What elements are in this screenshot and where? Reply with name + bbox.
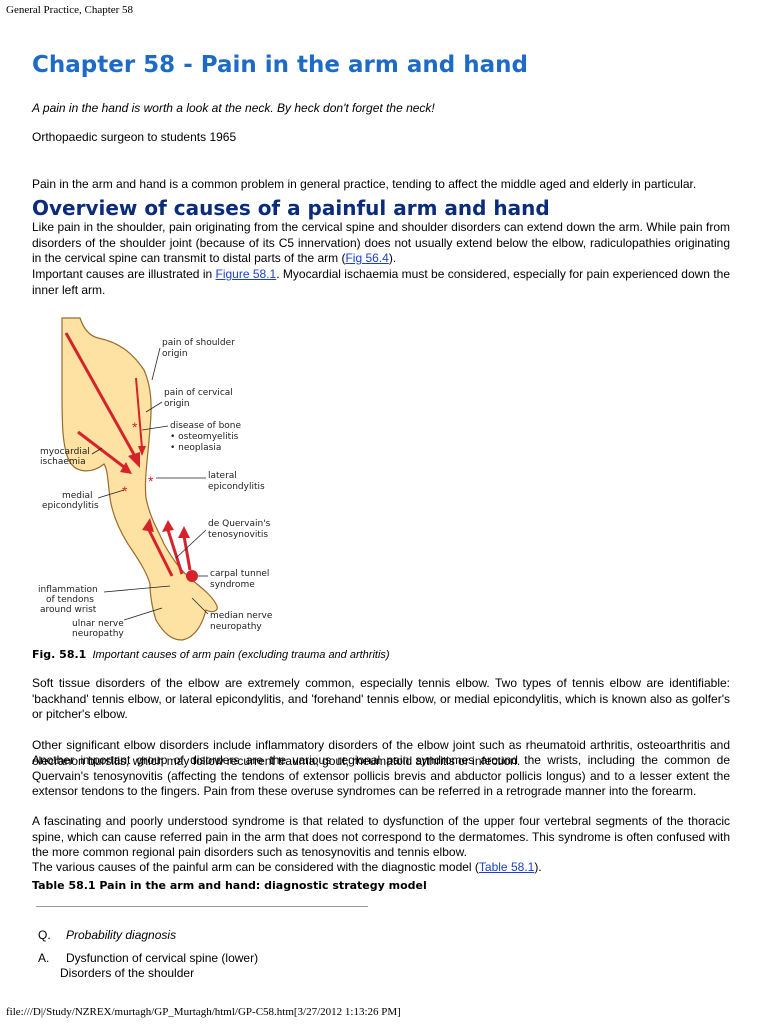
inflammation-leader <box>103 585 171 593</box>
myocardial-leader <box>91 447 103 455</box>
row-letter: Q. <box>38 928 51 942</box>
label-medial-epicondylitis: epicondylitis <box>42 501 99 511</box>
forearm-arrowhead-3 <box>178 526 190 538</box>
arm-pain-figure: * * * pain of shoulder origin pain of ce… <box>38 317 273 641</box>
shoulder-arrow <box>64 332 138 459</box>
medial-arrow <box>77 430 129 472</box>
bone-asterisk: * <box>132 419 138 435</box>
label-ulnar-neuropathy: neuropathy <box>72 629 124 639</box>
overview-paragraph-2-text: Important causes are illustrated in <box>32 267 216 281</box>
forearm-arrowhead-1 <box>142 518 154 532</box>
label-around-wrist: around wrist <box>40 605 97 615</box>
fig-56-4-link[interactable]: Fig 56.4 <box>345 251 389 265</box>
label-tendons: of tendons <box>46 595 94 605</box>
label-ischaemia: ischaemia <box>40 457 86 467</box>
label-dequervain: de Quervain's <box>208 519 271 529</box>
label-carpal-tunnel: carpal tunnel <box>210 569 269 579</box>
body-paragraph-3: Another important group of disorders are… <box>32 753 730 798</box>
table-divider <box>36 906 368 907</box>
medial-leader <box>97 489 125 499</box>
median-leader <box>191 597 209 615</box>
overview-heading: Overview of causes of a painful arm and … <box>32 196 550 220</box>
print-footer: file:///D|/Study/NZREX/murtagh/GP_Murtag… <box>6 1006 401 1018</box>
bone-leader <box>141 425 169 431</box>
label-myocardial: myocardial <box>40 447 90 457</box>
figure-caption: Fig. 58.1 Important causes of arm pain (… <box>32 648 390 661</box>
label-shoulder-origin-2: origin <box>162 349 188 359</box>
arm-illustration <box>61 317 218 641</box>
label-inflammation: inflammation <box>38 585 98 595</box>
overview-paragraph-1: Like pain in the shoulder, pain originat… <box>32 220 730 267</box>
table-58-1-link[interactable]: Table 58.1 <box>478 860 535 874</box>
forearm-arrow-3 <box>182 535 192 571</box>
label-bone-disease: disease of bone <box>170 421 242 431</box>
row-letter: A. <box>38 951 50 965</box>
cervical-arrowhead <box>138 446 146 456</box>
forearm-arrowhead-2 <box>162 520 174 532</box>
forearm-arrow-1 <box>146 527 174 577</box>
forearm-arrow-2 <box>166 529 184 575</box>
medial-asterisk: * <box>122 483 128 499</box>
row-heading: Probability diagnosis <box>66 928 177 942</box>
label-cervical-origin-2: origin <box>164 399 190 409</box>
cervical-leader <box>145 401 163 413</box>
ulnar-leader <box>123 607 163 621</box>
label-shoulder-origin: pain of shoulder <box>162 338 235 348</box>
figure-58-1-link[interactable]: Figure 58.1 <box>215 267 277 281</box>
dequervain-leader <box>175 529 207 559</box>
body-paragraph-5: The various causes of the painful arm ca… <box>32 860 730 876</box>
body-paragraph-1: Soft tissue disorders of the elbow are e… <box>32 676 730 721</box>
overview-paragraph-2: Important causes are illustrated in Figu… <box>32 267 730 298</box>
label-medial: medial <box>62 491 93 501</box>
lateral-asterisk: * <box>148 473 154 489</box>
table-title: Table 58.1 Pain in the arm and hand: dia… <box>32 879 427 892</box>
overview-paragraph-1-tail: ). <box>388 251 397 265</box>
label-median-nerve: median nerve <box>210 611 273 621</box>
label-tenosynovitis: tenosynovitis <box>208 530 268 540</box>
label-neoplasia: • neoplasia <box>170 443 221 453</box>
cervical-arrow <box>135 377 143 449</box>
overview-paragraph-2-tail: . Myocardial ischaemia must be considere… <box>32 267 731 297</box>
row-item: Disorders of the shoulder <box>60 966 195 980</box>
overview-paragraph-1-text: Like pain in the shoulder, pain originat… <box>32 220 730 265</box>
label-lateral: lateral <box>208 471 237 481</box>
body-paragraph-2: Other significant elbow disorders includ… <box>32 738 730 768</box>
shoulder-arrowhead <box>128 452 140 468</box>
shoulder-leader <box>151 347 161 381</box>
body-paragraph-5-text: The various causes of the painful arm ca… <box>32 860 479 874</box>
figure-caption-text: Important causes of arm pain (excluding … <box>92 649 390 661</box>
label-ulnar-nerve: ulnar nerve <box>72 619 124 629</box>
label-lateral-epicondylitis: epicondylitis <box>208 482 265 492</box>
epigraph-attribution: Orthopaedic surgeon to students 1965 <box>32 130 237 144</box>
body-paragraph-4: A fascinating and poorly understood synd… <box>32 814 730 859</box>
intro-paragraph: Pain in the arm and hand is a common pro… <box>32 177 697 191</box>
label-median-neuropathy: neuropathy <box>210 622 262 632</box>
body-paragraph-5-tail: ). <box>534 860 542 874</box>
medial-arrowhead <box>120 462 132 474</box>
label-osteomyelitis: • osteomyelitis <box>170 432 239 442</box>
carpal-tunnel-spot <box>186 570 198 582</box>
figure-caption-label: Fig. 58.1 <box>32 648 87 661</box>
label-carpal-syndrome: syndrome <box>210 580 255 590</box>
chapter-title: Chapter 58 - Pain in the arm and hand <box>32 52 528 78</box>
epigraph: A pain in the hand is worth a look at th… <box>32 101 435 115</box>
row-item: Dysfunction of cervical spine (lower) <box>66 951 259 965</box>
label-cervical-origin: pain of cervical <box>164 388 233 398</box>
print-header: General Practice, Chapter 58 <box>6 4 134 16</box>
